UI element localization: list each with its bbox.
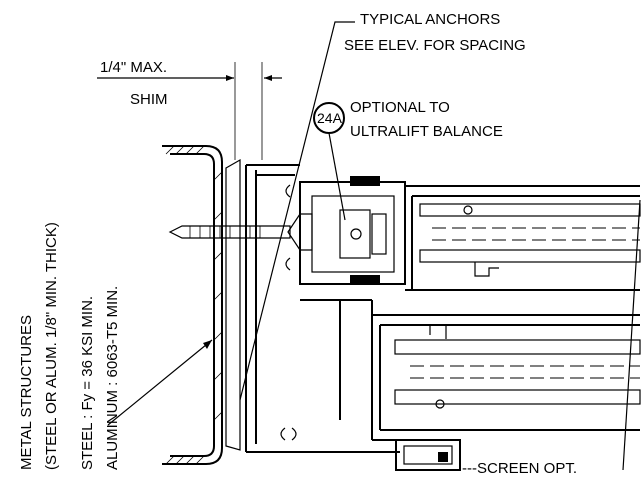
frame-clips bbox=[285, 184, 291, 271]
balance-leader bbox=[328, 132, 346, 221]
shim-label: SHIM bbox=[130, 91, 168, 108]
screen-note: ---SCREEN OPT. bbox=[462, 460, 577, 477]
structures-leader bbox=[107, 339, 213, 426]
lower-sash bbox=[394, 324, 641, 409]
aluminum-spec: ALUMINUM : 6063-T5 MIN. bbox=[104, 286, 121, 470]
bottom-clip bbox=[280, 427, 297, 441]
screen-frame bbox=[395, 439, 461, 471]
anchors-note-line1: TYPICAL ANCHORS bbox=[360, 11, 500, 28]
window-main-frame bbox=[245, 164, 640, 453]
balance-note-line2: ULTRALIFT BALANCE bbox=[350, 123, 503, 140]
anchors-note-line2: SEE ELEV. FOR SPACING bbox=[344, 37, 526, 54]
balance-note-line1: OPTIONAL TO bbox=[350, 99, 450, 116]
max-gap-label: 1/4" MAX. bbox=[100, 59, 167, 76]
break-line bbox=[622, 199, 641, 471]
upper-sash bbox=[405, 185, 641, 291]
structures-note-line1: METAL STRUCTURES bbox=[18, 315, 35, 470]
shim bbox=[225, 158, 241, 451]
balance-housing bbox=[287, 176, 406, 285]
anchors-leader bbox=[239, 21, 355, 401]
anchor-bolt bbox=[168, 225, 291, 239]
metal-structure-channel bbox=[162, 145, 223, 465]
structures-note-line2: (STEEL OR ALUM. 1/8" MIN. THICK) bbox=[43, 222, 60, 470]
steel-spec: STEEL : Fy = 36 KSI MIN. bbox=[79, 296, 96, 470]
detail-tag: 24A bbox=[317, 110, 343, 126]
